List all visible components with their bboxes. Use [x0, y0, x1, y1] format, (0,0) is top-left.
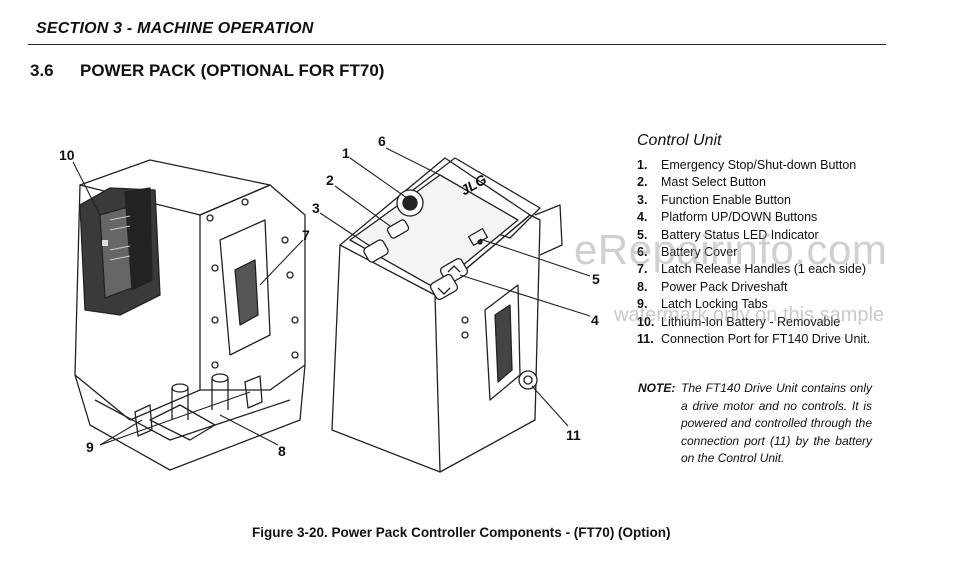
callout-11: 11 [566, 427, 581, 443]
subsection-number: 3.6 [30, 61, 54, 80]
list-item: 7.Latch Release Handles (1 each side) [637, 262, 866, 277]
subsection-title: POWER PACK (OPTIONAL FOR FT70) [80, 61, 385, 80]
list-item: 4.Platform UP/DOWN Buttons [637, 210, 818, 225]
connection-port [518, 370, 538, 390]
callout-5: 5 [592, 271, 600, 287]
list-item: 5.Battery Status LED Indicator [637, 227, 819, 242]
control-unit-list: 1.Emergency Stop/Shut-down Button 2.Mast… [637, 157, 870, 348]
control-unit-housing [331, 157, 563, 473]
note-label: NOTE: [638, 381, 676, 395]
left-power-pack-housing [74, 159, 306, 471]
list-item: 1.Emergency Stop/Shut-down Button [637, 158, 857, 172]
latch-locking-tab [244, 375, 263, 409]
callout-9: 9 [86, 439, 94, 455]
section-header: SECTION 3 - MACHINE OPERATION [36, 20, 314, 37]
subsection-heading: 3.6 POWER PACK (OPTIONAL FOR FT70) [30, 61, 384, 81]
callout-7: 7 [302, 227, 310, 243]
callout-6: 6 [378, 133, 386, 149]
list-item: 9.Latch Locking Tabs [637, 297, 768, 312]
callout-4: 4 [591, 312, 599, 328]
callout-2: 2 [326, 172, 334, 188]
note-block: NOTE: The FT140 Drive Unit contains only… [638, 380, 872, 468]
header-rule [28, 44, 886, 45]
list-item: 8.Power Pack Driveshaft [637, 279, 788, 294]
callout-8: 8 [278, 443, 286, 459]
list-item: 2.Mast Select Button [637, 175, 766, 190]
watermark-notice: watermark only on this sample [614, 304, 885, 326]
callout-1: 1 [342, 145, 350, 161]
list-item: 11.Connection Port for FT140 Drive Unit. [637, 331, 871, 346]
lithium-ion-battery [79, 187, 161, 316]
latch-release-handle [234, 259, 259, 326]
watermark-site: eRepairinfo.com [574, 226, 888, 273]
list-item: 10.Lithium-Ion Battery - Removable [637, 314, 841, 329]
note-text: The FT140 Drive Unit contains only a dri… [681, 381, 872, 465]
list-item: 6.Battery Cover [637, 244, 738, 259]
callout-3: 3 [312, 200, 320, 216]
list-item: 3.Function Enable Button [637, 192, 791, 207]
latch-locking-tab [134, 404, 153, 437]
power-pack-illustration: JLG 1 2 3 4 5 6 7 8 9 10 11 [59, 133, 600, 473]
control-panel [349, 174, 519, 300]
power-pack-driveshaft [149, 373, 229, 441]
figure-caption: Figure 3-20. Power Pack Controller Compo… [252, 525, 671, 540]
control-unit-title: Control Unit [637, 132, 722, 149]
platform-down-button [429, 274, 459, 300]
mast-select-button [386, 219, 410, 239]
callout-10: 10 [59, 147, 75, 163]
